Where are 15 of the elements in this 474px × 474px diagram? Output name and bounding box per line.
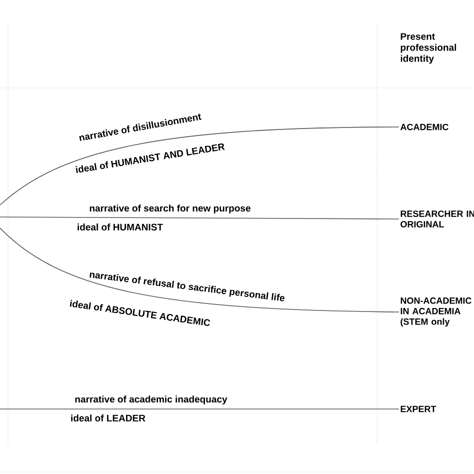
identity-label: ACADEMIC (400, 124, 448, 130)
connector-line (0, 228, 400, 312)
ideal-label: ideal of HUMANIST (78, 224, 163, 230)
connector-line (0, 216, 400, 220)
column-heading: Present professional identity (400, 33, 456, 64)
ideal-label: ideal of ABSOLUTE ACADEMIC (70, 300, 210, 326)
identity-label: NON-ACADEMIC IN ACADEMIA (STEM only (400, 297, 472, 327)
identity-label: EXPERT (400, 406, 436, 412)
ideal-label: ideal of HUMANIST AND LEADER (76, 144, 225, 174)
edge-label: narrative of academic inadequacy (75, 396, 228, 404)
ideal-label: ideal of LEADER (71, 414, 146, 422)
connector-line (0, 126, 400, 206)
edge-label: narrative of refusal to sacrifice personal life (90, 272, 284, 302)
connector-line (0, 408, 400, 410)
edge-label: narrative of search for new purpose (90, 204, 250, 214)
